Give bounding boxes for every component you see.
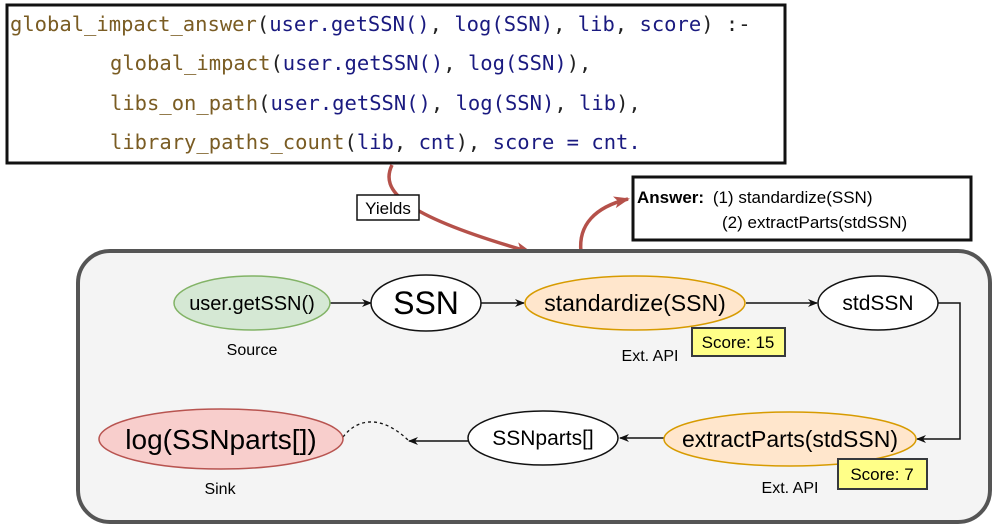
code-token: ), [616, 91, 641, 115]
code-token: log(SSN) [468, 51, 567, 75]
code-line-4: library_paths_count(lib, cnt), score = c… [110, 130, 641, 154]
code-token: , [394, 130, 419, 154]
node-source-caption: Source [227, 342, 278, 359]
code-box [5, 3, 787, 165]
yields-label-box [356, 194, 420, 221]
code-token: , [553, 12, 578, 36]
node-extract-caption: Ext. API [762, 480, 819, 497]
code-token: , [430, 12, 455, 36]
code-token: user.getSSN() [269, 12, 429, 36]
dashed-edge-to-sink [342, 421, 409, 441]
code-token: ( [345, 130, 357, 154]
score-standardize: Score: 15 [702, 333, 775, 352]
node-source-label: user.getSSN() [189, 293, 315, 315]
code-token: log(SSN) [456, 91, 555, 115]
answer-item-2: (2) extractParts(stdSSN) [722, 213, 907, 232]
answer-line-1: Answer: (1) standardize(SSN) [637, 188, 872, 207]
code-token: ) :- [701, 12, 750, 36]
score-badge-standardize [691, 327, 786, 357]
code-line-2: global_impact(user.getSSN(), log(SSN)), [110, 51, 591, 75]
node-standardize: standardize(SSN) Ext. API Score: 15 [524, 275, 786, 365]
node-extract: extractParts(stdSSN) Ext. API Score: 7 [663, 411, 928, 497]
node-ssn-label: SSN [393, 285, 459, 321]
node-extract-label: extractParts(stdSSN) [682, 426, 898, 452]
node-stdssn-label: stdSSN [842, 292, 913, 315]
code-token: cnt [419, 130, 456, 154]
code-token: lib [579, 91, 616, 115]
code-line-3: libs_on_path(user.getSSN(), log(SSN), li… [110, 91, 641, 115]
node-sink-label: log(SSNparts[]) [125, 424, 316, 455]
answer-item-1: (1) standardize(SSN) [713, 188, 873, 207]
node-ssnparts-label: SSNparts[] [492, 427, 594, 450]
code-token: lib [578, 12, 615, 36]
code-token: ( [257, 12, 269, 36]
code-token: , [554, 91, 579, 115]
code-token: user.getSSN() [283, 51, 443, 75]
answer-arrow [578, 196, 630, 253]
code-token: user.getSSN() [270, 91, 430, 115]
code-token: ( [258, 91, 270, 115]
node-standardize-caption: Ext. API [622, 348, 679, 365]
node-stdssn: stdSSN [817, 275, 939, 331]
node-ssn: SSN [370, 274, 482, 332]
node-sink-caption: Sink [204, 481, 236, 498]
code-token: library_paths_count [110, 130, 345, 154]
code-token: global_impact_answer [10, 12, 257, 36]
edge-stdssn-extract [916, 302, 961, 443]
code-token: ( [270, 51, 282, 75]
code-token: , [615, 12, 640, 36]
code-token: score [639, 12, 701, 36]
code-token: log(SSN) [454, 12, 553, 36]
node-source: user.getSSN() Source [173, 275, 331, 359]
score-extract: Score: 7 [850, 465, 913, 484]
yields-label: Yields [365, 199, 411, 218]
score-badge-extract [837, 458, 928, 490]
code-token: , [443, 51, 468, 75]
code-token: global_impact [110, 51, 270, 75]
node-ssnparts: SSNparts[] [467, 410, 619, 466]
code-token: lib [357, 130, 394, 154]
code-line-1: global_impact_answer(user.getSSN(), log(… [10, 12, 751, 36]
code-token: libs_on_path [110, 91, 258, 115]
code-token: ), [456, 130, 493, 154]
code-token: , [431, 91, 456, 115]
answer-box [631, 175, 973, 242]
node-sink: log(SSNparts[]) Sink [98, 408, 344, 498]
answer-label: Answer: [637, 188, 704, 207]
code-token: ), [567, 51, 592, 75]
node-standardize-label: standardize(SSN) [544, 290, 726, 316]
code-token: score = cnt. [493, 130, 641, 154]
